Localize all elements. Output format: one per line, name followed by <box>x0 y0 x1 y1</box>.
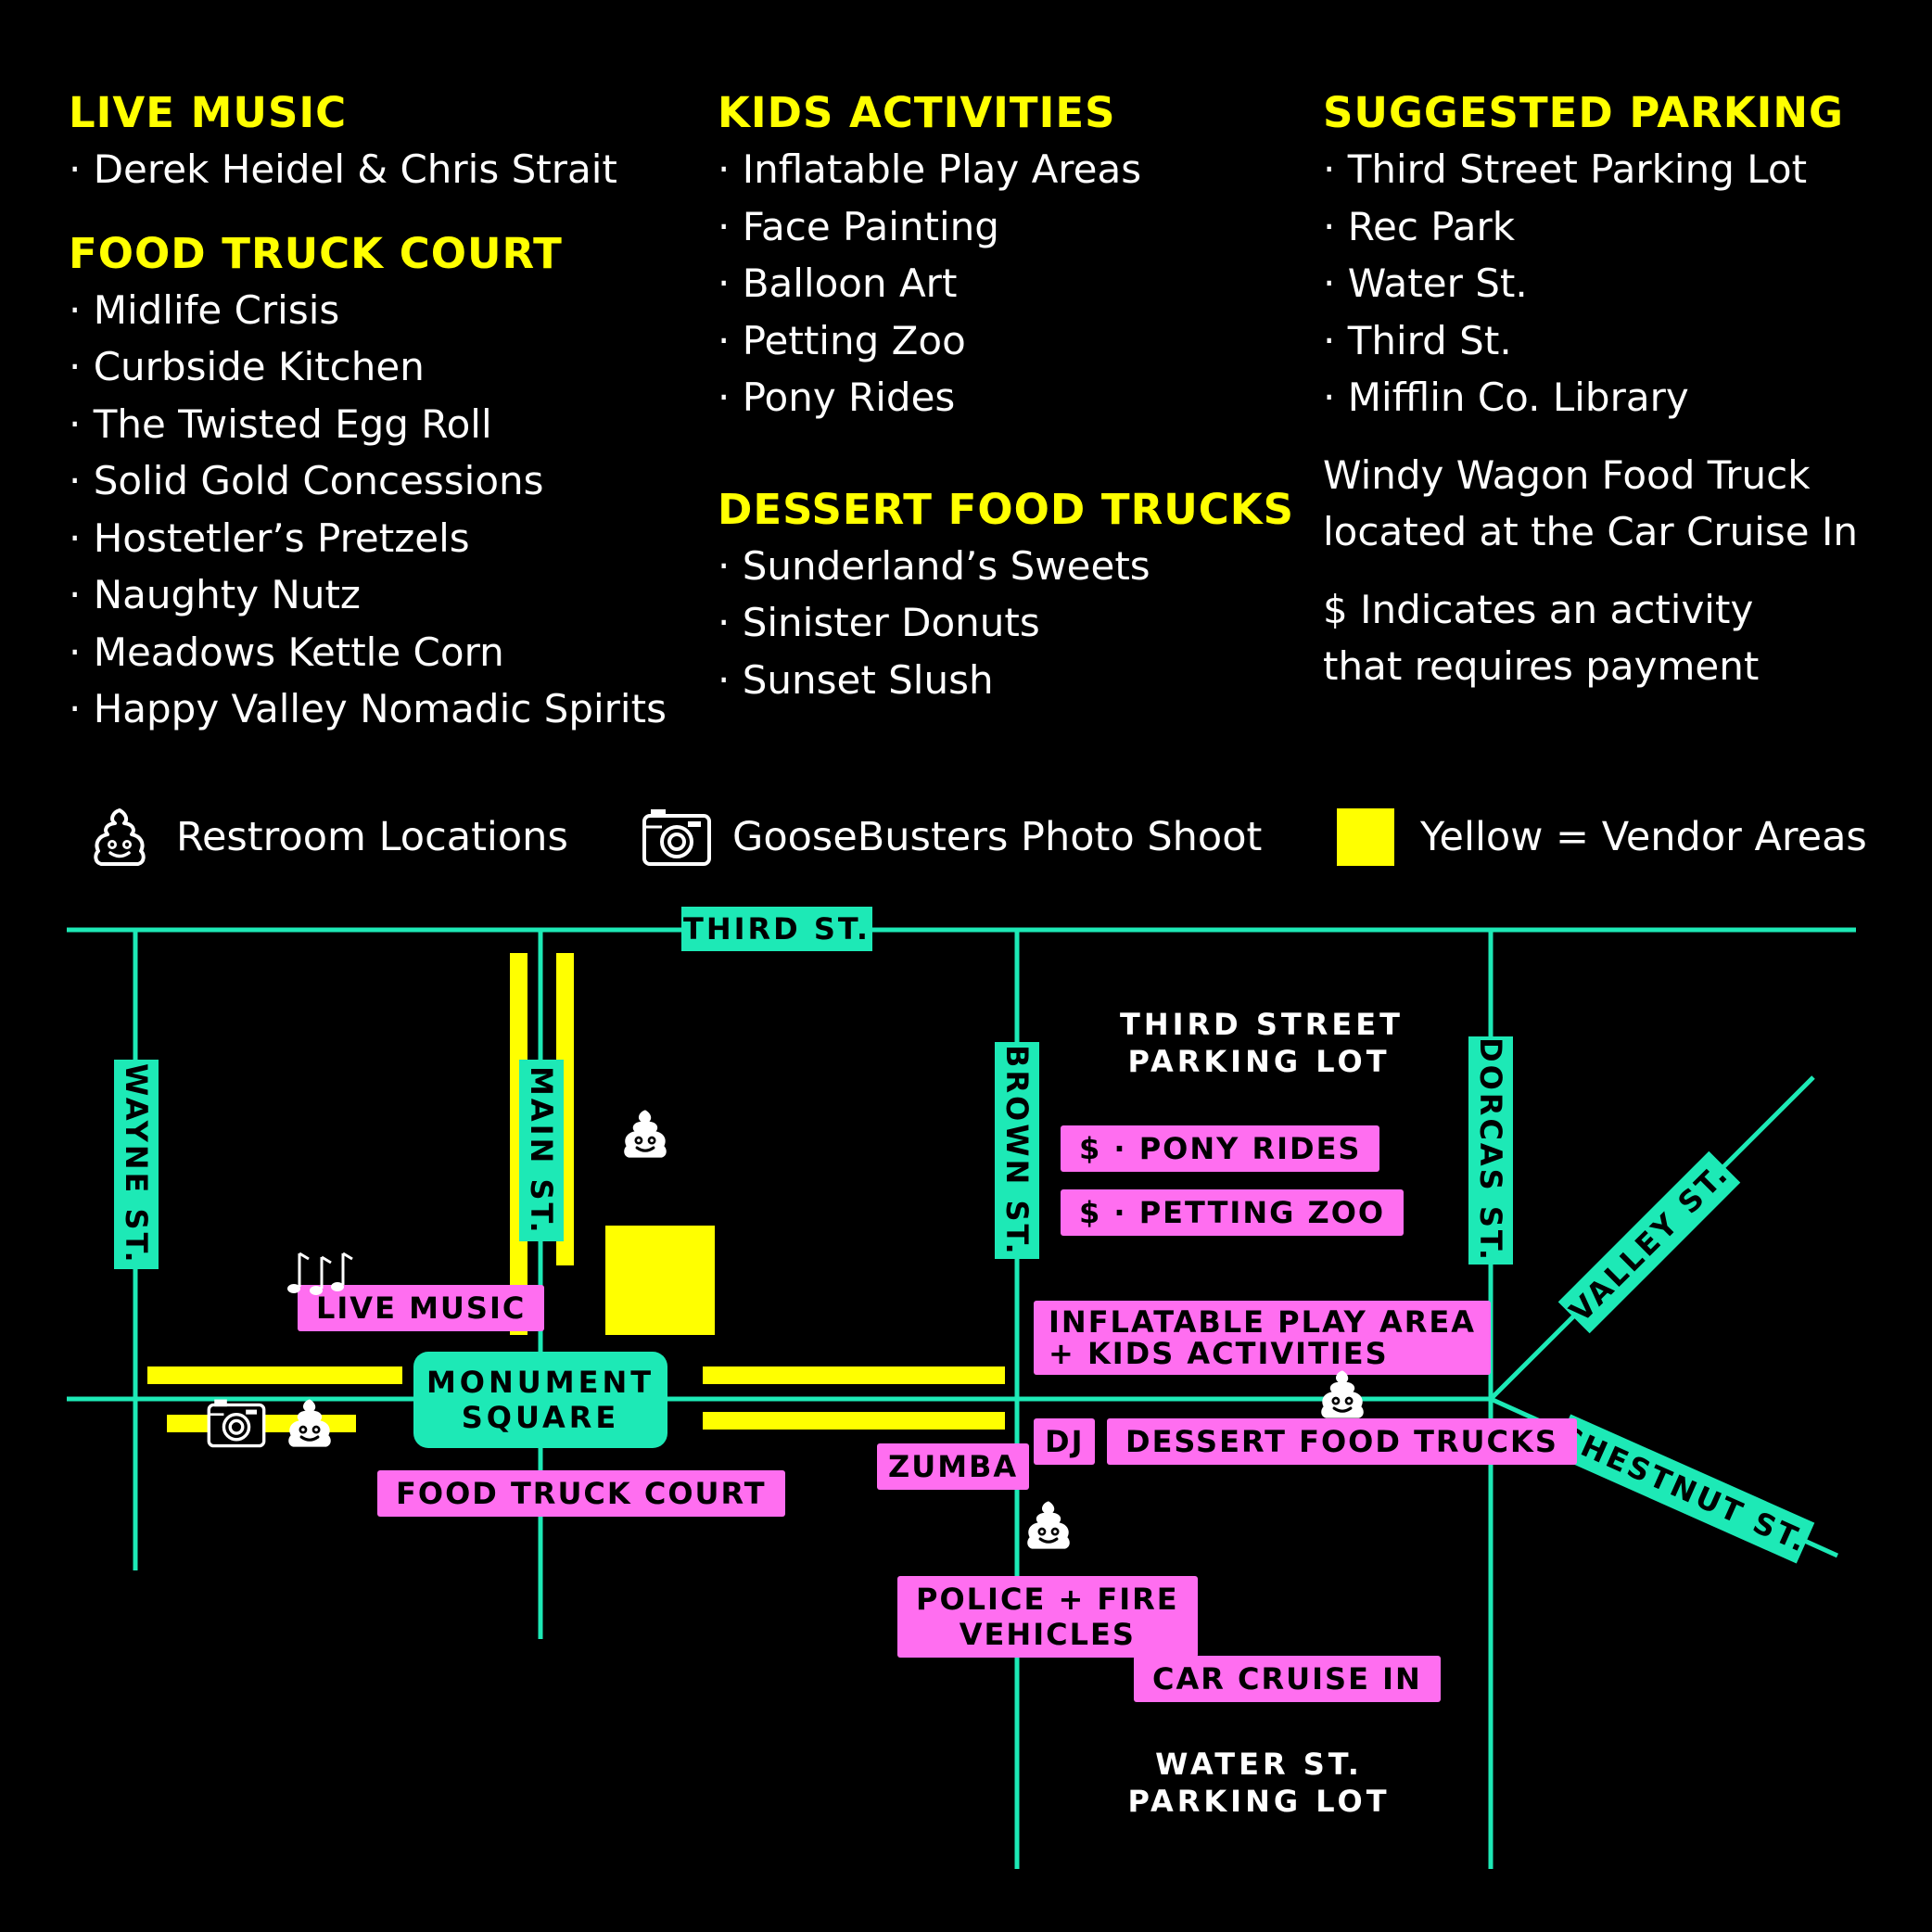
dessert-food-trucks-list: Sunderland’s Sweets Sinister Donuts Suns… <box>718 538 1294 709</box>
list-item: Sinister Donuts <box>718 594 1294 652</box>
camera-icon <box>207 1399 266 1448</box>
list-item: Balloon Art <box>718 255 1294 312</box>
list-item: The Twisted Egg Roll <box>69 396 667 453</box>
suggested-parking-heading: SUGGESTED PARKING <box>1323 88 1844 137</box>
list-item: Curbside Kitchen <box>69 338 667 396</box>
payment-note-line-2: that requires payment <box>1323 643 1760 689</box>
food-truck-court-heading: FOOD TRUCK COURT <box>69 228 563 278</box>
inflatable-line-1: INFLATABLE PLAY AREA <box>1049 1304 1476 1340</box>
kids-activities-list: Inflatable Play Areas Face Painting Ball… <box>718 141 1294 426</box>
list-item: Pony Rides <box>718 369 1294 426</box>
list-item: Midlife Crisis <box>69 282 667 339</box>
list-item: Water St. <box>1323 255 1858 312</box>
windy-wagon-line-1: Windy Wagon Food Truck <box>1323 451 1811 498</box>
list-item: Sunderland’s Sweets <box>718 538 1294 595</box>
monument-square-line-2: SQUARE <box>461 1400 620 1435</box>
column-middle: KIDS ACTIVITIES Inflatable Play Areas Fa… <box>718 85 1294 736</box>
food-truck-court-list: Midlife Crisis Curbside Kitchen The Twis… <box>69 282 667 738</box>
poop-icon <box>288 1399 331 1447</box>
zumba-label: ZUMBA <box>877 1443 1030 1490</box>
windy-wagon-line-2: located at the Car Cruise In <box>1323 509 1858 554</box>
monument-square-line-1: MONUMENT <box>426 1365 655 1400</box>
vendor-area <box>703 1412 1005 1430</box>
legend-restroom-label: Restroom Locations <box>176 814 568 860</box>
pony-rides-label: $ · PONY RIDES <box>1061 1125 1380 1172</box>
list-item: Rec Park <box>1323 198 1858 256</box>
live-music-map-label: LIVE MUSIC <box>298 1285 545 1331</box>
third-lot-line-1: THIRD STREET <box>1120 1007 1404 1042</box>
vendor-area <box>605 1226 715 1335</box>
live-music-heading: LIVE MUSIC <box>69 88 348 137</box>
water-lot-line-2: PARKING LOT <box>1127 1784 1391 1819</box>
legend-vendor: Yellow = Vendor Areas <box>1337 805 1867 870</box>
list-item: Mifflin Co. Library <box>1323 369 1858 426</box>
dessert-food-trucks-map-label: DESSERT FOOD TRUCKS <box>1107 1418 1577 1465</box>
list-item: Inflatable Play Areas <box>718 141 1294 198</box>
list-item: Solid Gold Concessions <box>69 452 667 510</box>
list-item: Sunset Slush <box>718 652 1294 709</box>
column-right: SUGGESTED PARKING Third Street Parking L… <box>1323 85 1858 716</box>
car-cruise-in-label: CAR CRUISE IN <box>1134 1656 1441 1702</box>
main-street-tag: MAIN ST. <box>519 1060 564 1241</box>
legend-photo: GooseBusters Photo Shoot <box>642 805 1262 870</box>
inflatable-play-area-label: INFLATABLE PLAY AREA + KIDS ACTIVITIES <box>1034 1301 1491 1375</box>
police-line-2: VEHICLES <box>959 1617 1136 1652</box>
payment-note-line-1: $ Indicates an activity <box>1323 586 1754 632</box>
dessert-food-trucks-heading: DESSERT FOOD TRUCKS <box>718 484 1295 534</box>
list-item: Third St. <box>1323 312 1858 370</box>
poop-icon <box>624 1110 667 1158</box>
inflatable-line-2: + KIDS ACTIVITIES <box>1049 1336 1389 1371</box>
brown-street-tag: BROWN ST. <box>995 1042 1039 1259</box>
payment-note: $ Indicates an activity that requires pa… <box>1323 581 1858 695</box>
column-left: LIVE MUSIC Derek Heidel & Chris Strait F… <box>69 85 667 766</box>
petting-zoo-label: $ · PETTING ZOO <box>1061 1189 1405 1236</box>
monument-square: MONUMENT SQUARE <box>413 1352 667 1448</box>
list-item: Meadows Kettle Corn <box>69 624 667 681</box>
dj-label: DJ <box>1034 1418 1096 1465</box>
third-lot-line-2: PARKING LOT <box>1127 1044 1391 1079</box>
food-truck-court-map-label: FOOD TRUCK COURT <box>377 1470 785 1517</box>
list-item: Happy Valley Nomadic Spirits <box>69 680 667 738</box>
wayne-street-tag: WAYNE ST. <box>114 1060 159 1269</box>
third-street-tag: THIRD ST. <box>681 907 872 951</box>
list-item: Naughty Nutz <box>69 566 667 624</box>
list-item: Third Street Parking Lot <box>1323 141 1858 198</box>
water-street-parking-lot-label: WATER ST. PARKING LOT <box>1120 1746 1398 1820</box>
camera-icon <box>642 809 711 866</box>
music-notes-icon <box>287 1252 353 1295</box>
poop-icon <box>1027 1501 1070 1549</box>
legend-vendor-label: Yellow = Vendor Areas <box>1420 814 1867 860</box>
legend-restroom: Restroom Locations <box>87 805 568 870</box>
list-item: Hostetler’s Pretzels <box>69 510 667 567</box>
list-item: Face Painting <box>718 198 1294 256</box>
dorcas-street-tag: DORCAS ST. <box>1468 1036 1513 1265</box>
list-item: Petting Zoo <box>718 312 1294 370</box>
list-item: Derek Heidel & Chris Strait <box>69 141 667 198</box>
suggested-parking-list: Third Street Parking Lot Rec Park Water … <box>1323 141 1858 426</box>
vendor-swatch <box>1337 808 1394 866</box>
vendor-area <box>147 1366 402 1384</box>
kids-activities-heading: KIDS ACTIVITIES <box>718 88 1116 137</box>
vendor-area <box>703 1366 1005 1384</box>
police-line-1: POLICE + FIRE <box>916 1582 1179 1617</box>
third-street-parking-lot-label: THIRD STREET PARKING LOT <box>1120 1006 1404 1080</box>
poop-icon <box>1321 1370 1364 1418</box>
legend-photo-label: GooseBusters Photo Shoot <box>732 814 1263 860</box>
poop-icon <box>94 808 146 866</box>
windy-wagon-note: Windy Wagon Food Truck located at the Ca… <box>1323 447 1858 561</box>
police-fire-vehicles-label: POLICE + FIRE VEHICLES <box>897 1576 1198 1658</box>
live-music-list: Derek Heidel & Chris Strait <box>69 141 667 198</box>
water-lot-line-1: WATER ST. <box>1155 1747 1363 1782</box>
